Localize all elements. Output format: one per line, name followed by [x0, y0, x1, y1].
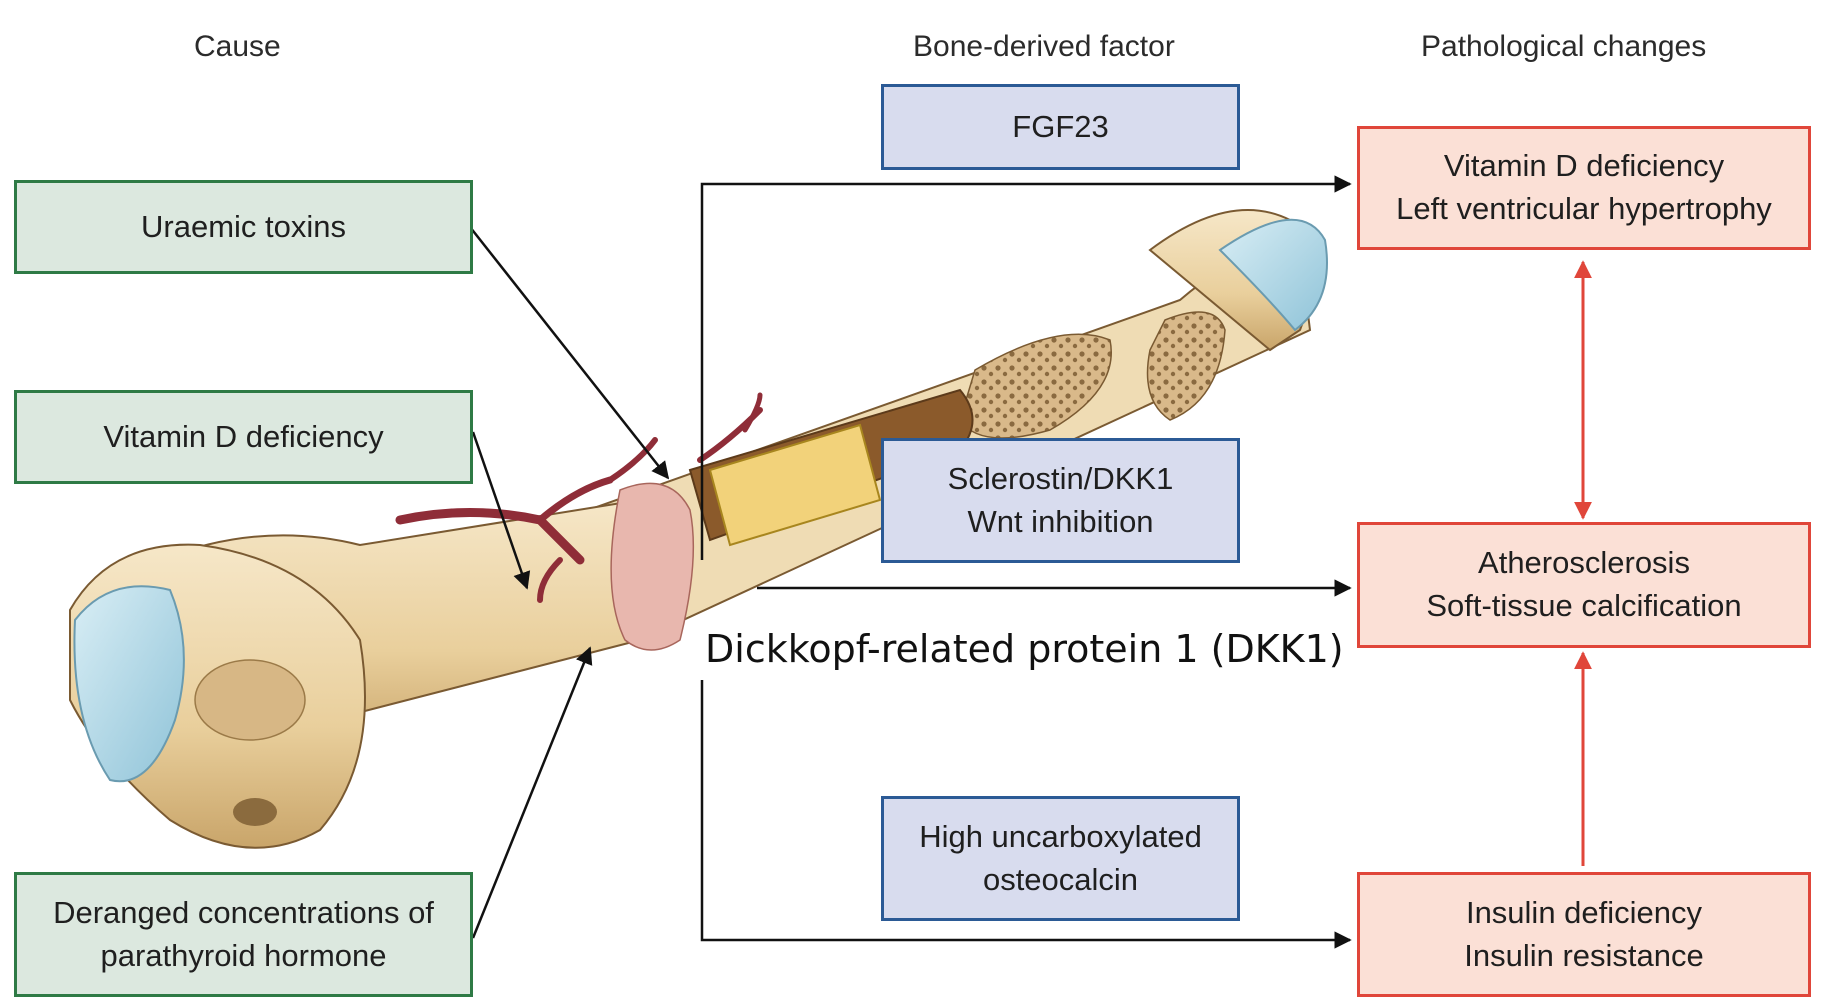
- factor-fgf23-text: FGF23: [1012, 106, 1108, 149]
- cause-pth-line1: Deranged concentrations of: [53, 892, 434, 935]
- factor-sclerostin-line1: Sclerostin/DKK1: [948, 458, 1174, 501]
- pathology-middle: Atherosclerosis Soft-tissue calcificatio…: [1357, 522, 1811, 648]
- factor-osteocalcin-line1: High uncarboxylated: [919, 816, 1202, 859]
- factor-osteocalcin-line2: osteocalcin: [983, 859, 1138, 902]
- pathology-top-line2: Left ventricular hypertrophy: [1396, 188, 1772, 231]
- factor-sclerostin: Sclerostin/DKK1 Wnt inhibition: [881, 438, 1240, 563]
- pathology-bottom-line2: Insulin resistance: [1464, 935, 1704, 978]
- cause-pth-line2: parathyroid hormone: [100, 935, 386, 978]
- cause-parathyroid-hormone: Deranged concentrations of parathyroid h…: [14, 872, 473, 997]
- cause-uraemic-toxins: Uraemic toxins: [14, 180, 473, 274]
- pathology-mid-line1: Atherosclerosis: [1478, 542, 1690, 585]
- cause-uraemic-text: Uraemic toxins: [141, 206, 346, 249]
- cause-vitamin-d-deficiency: Vitamin D deficiency: [14, 390, 473, 484]
- pathology-bottom: Insulin deficiency Insulin resistance: [1357, 872, 1811, 997]
- factor-sclerostin-line2: Wnt inhibition: [967, 501, 1153, 544]
- pathology-mid-line2: Soft-tissue calcification: [1426, 585, 1741, 628]
- header-cause: Cause: [194, 30, 281, 64]
- dkk1-annotation: Dickkopf-related protein 1 (DKK1): [705, 627, 1344, 671]
- arrow-uraemic-to-bone: [470, 227, 668, 478]
- pathology-top-line1: Vitamin D deficiency: [1444, 145, 1724, 188]
- header-pathological-changes: Pathological changes: [1421, 30, 1706, 64]
- arrow-pth-to-bone: [473, 648, 590, 938]
- header-bone-derived-factor: Bone-derived factor: [913, 30, 1175, 64]
- factor-fgf23: FGF23: [881, 84, 1240, 170]
- pathology-bottom-line1: Insulin deficiency: [1466, 892, 1702, 935]
- factor-osteocalcin: High uncarboxylated osteocalcin: [881, 796, 1240, 921]
- pathology-top: Vitamin D deficiency Left ventricular hy…: [1357, 126, 1811, 250]
- cause-vitd-text: Vitamin D deficiency: [103, 416, 383, 459]
